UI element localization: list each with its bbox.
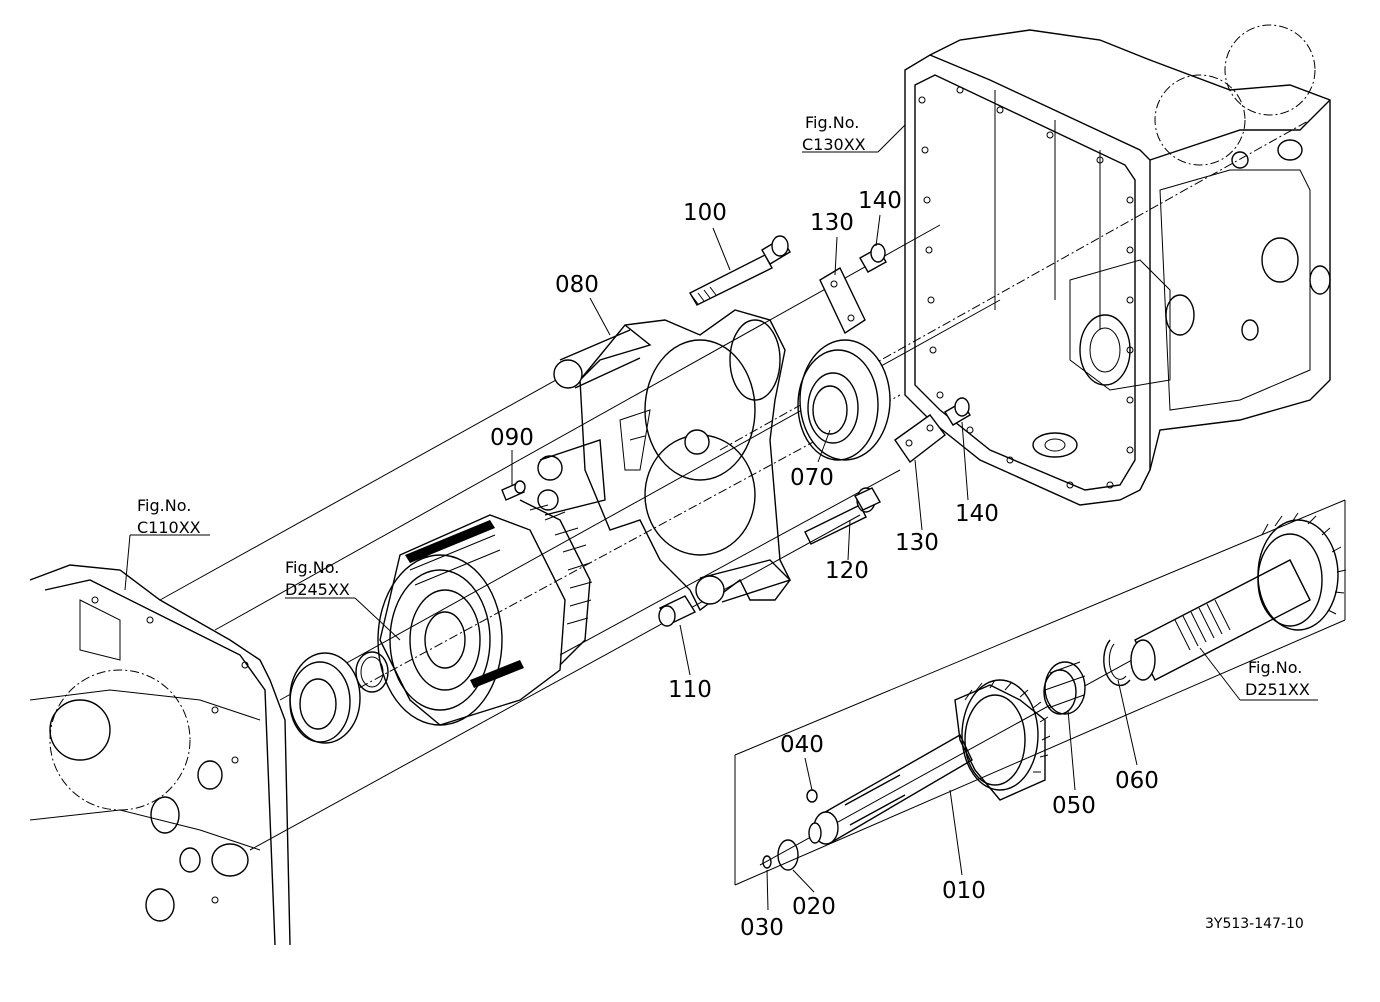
label-110: 110 — [668, 677, 712, 703]
o-ring-020-drawing — [777, 839, 799, 871]
assembly-axis-lines — [159, 119, 1346, 886]
leader-lines — [124, 124, 1318, 911]
rear-housing-drawing — [904, 24, 1331, 506]
bearing-left-drawing — [289, 652, 361, 744]
ring-030-drawing — [762, 855, 772, 869]
label-140-upper: 140 — [858, 188, 902, 214]
drawing-code: 3Y513-147-10 — [1205, 916, 1304, 932]
ball-040-drawing — [806, 789, 818, 803]
fig-ref-d245-code: D245XX — [285, 580, 350, 599]
collar-110-drawing — [658, 595, 697, 627]
fig-ref-c110-code: C110XX — [137, 518, 201, 537]
label-030: 030 — [740, 915, 784, 941]
label-010: 010 — [942, 878, 986, 904]
label-130-lower: 130 — [895, 530, 939, 556]
fig-ref-c130-label: Fig.No. — [805, 113, 859, 132]
bearing-holder-drawing — [537, 309, 792, 612]
snap-ring-060-drawing — [1103, 639, 1131, 687]
needle-bearing-050-drawing — [1043, 661, 1086, 715]
fig-ref-d251-code: D251XX — [1245, 680, 1310, 699]
label-020: 020 — [792, 894, 836, 920]
bolt-100-drawing — [689, 235, 791, 306]
plate-hole — [847, 314, 855, 322]
shaft-010-drawing — [808, 679, 1051, 845]
label-070: 070 — [790, 465, 834, 491]
fig-ref-d251-label: Fig.No. — [1248, 658, 1302, 677]
fig-ref-c110-label: Fig.No. — [137, 496, 191, 515]
label-100: 100 — [683, 200, 727, 226]
clutch-pack-drawing — [377, 499, 593, 726]
fig-ref-d245-label: Fig.No. — [285, 558, 339, 577]
front-housing-drawing — [29, 564, 291, 946]
plate-hole — [830, 280, 838, 288]
fig-ref-c130-code: C130XX — [802, 135, 866, 154]
plate-hole — [905, 439, 913, 447]
bolt-140-lower-drawing — [944, 397, 971, 426]
plate-130-lower-drawing — [894, 414, 946, 464]
plate-130-upper-drawing — [819, 267, 866, 335]
label-050: 050 — [1052, 793, 1096, 819]
drive-shaft-drawing — [1130, 512, 1347, 681]
label-040: 040 — [780, 732, 824, 758]
pin-090-drawing — [501, 480, 526, 501]
label-090: 090 — [490, 425, 534, 451]
bolt-140-upper-drawing — [859, 243, 887, 273]
label-140-lower: 140 — [955, 501, 999, 527]
plate-hole — [926, 424, 934, 432]
bolt-120-drawing — [804, 487, 881, 545]
bearing-070-drawing — [797, 339, 891, 461]
label-120: 120 — [825, 558, 869, 584]
label-080: 080 — [555, 272, 599, 298]
label-130-upper: 130 — [810, 210, 854, 236]
label-060: 060 — [1115, 768, 1159, 794]
snap-ring-left-drawing — [355, 651, 389, 693]
